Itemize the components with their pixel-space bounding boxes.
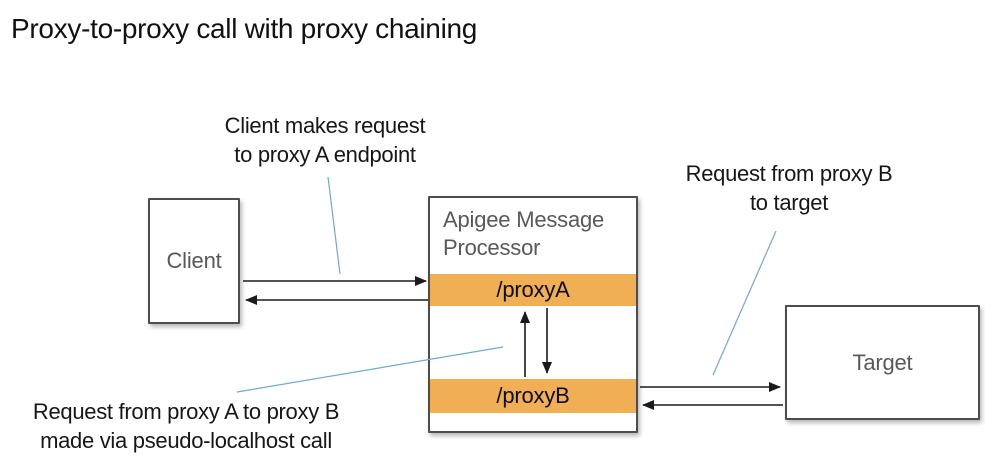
annotation-line: to target [749,190,829,215]
page-title: Proxy-to-proxy call with proxy chaining [11,13,478,44]
annotation-line: made via pseudo-localhost call [40,428,332,453]
callout-line-target-request [712,230,777,376]
target-box: Target [785,305,980,420]
annotation-client-request: Client makes request to proxy A endpoint [175,111,475,169]
annotation-chain-request: Request from proxy A to proxy B made via… [10,397,362,455]
annotation-line: Request from proxy A to proxy B [32,399,340,424]
callout-line-client-request [327,176,341,275]
target-label: Target [852,349,913,375]
message-processor-box: Apigee Message Processor /proxyA /proxyB [428,196,638,433]
message-processor-label: Apigee Message Processor [443,207,605,260]
annotation-line: Request from proxy B [685,161,893,186]
proxyb-bar: /proxyB [430,379,636,413]
annotation-line: to proxy A endpoint [234,142,416,167]
client-box: Client [148,198,240,324]
annotation-target-request: Request from proxy B to target [664,159,914,217]
annotation-line: Client makes request [224,113,426,138]
proxya-bar: /proxyA [430,274,636,306]
client-label: Client [166,248,222,273]
